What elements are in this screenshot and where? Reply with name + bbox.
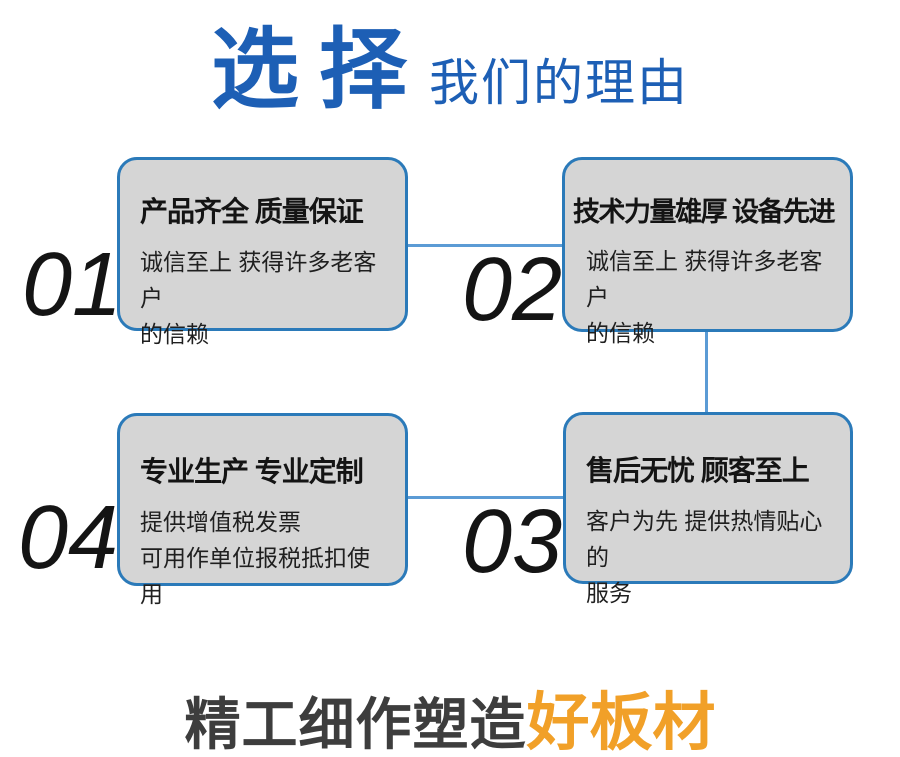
reason-card-01: 产品齐全 质量保证 诚信至上 获得许多老客户 的信赖 (117, 157, 408, 347)
reason-body: 诚信至上 获得许多老客户 的信赖 (586, 248, 823, 346)
page-title: 选择 我们的理由 (0, 22, 900, 117)
reason-card-02: 技术力量雄厚 设备先进 诚信至上 获得许多老客户 的信赖 (562, 157, 853, 346)
tagline-prefix-text: 精工细作塑造 (184, 693, 527, 756)
reason-body: 提供增值税发票 可用作单位报税抵扣使用 (140, 509, 370, 607)
reason-heading: 产品齐全 质量保证 (140, 196, 364, 227)
reason-number-04: 04 (18, 488, 119, 588)
reason-body: 客户为先 提供热情贴心的 服务 (586, 508, 823, 606)
reason-body: 诚信至上 获得许多老客户 的信赖 (140, 249, 377, 347)
reason-card-04: 专业生产 专业定制 提供增值税发票 可用作单位报税抵扣使用 (117, 413, 408, 607)
connector-line-bottom (408, 496, 563, 499)
connector-line-top (408, 244, 562, 247)
title-highlight-text: 选择 (210, 20, 427, 119)
reason-heading: 技术力量雄厚 设备先进 (573, 197, 836, 227)
reason-number-01: 01 (22, 235, 123, 335)
connector-line-vertical (705, 332, 708, 412)
reason-heading: 售后无忧 顾客至上 (586, 455, 810, 486)
reason-number-02: 02 (462, 240, 563, 340)
tagline-highlight-text: 好板材 (526, 688, 716, 757)
reason-heading: 专业生产 专业定制 (140, 456, 364, 487)
reason-number-03: 03 (462, 492, 563, 592)
reason-card-03: 售后无忧 顾客至上 客户为先 提供热情贴心的 服务 (563, 412, 853, 606)
tagline: 精工细作塑造 好板材 (0, 672, 900, 757)
title-rest-text: 我们的理由 (429, 55, 689, 111)
